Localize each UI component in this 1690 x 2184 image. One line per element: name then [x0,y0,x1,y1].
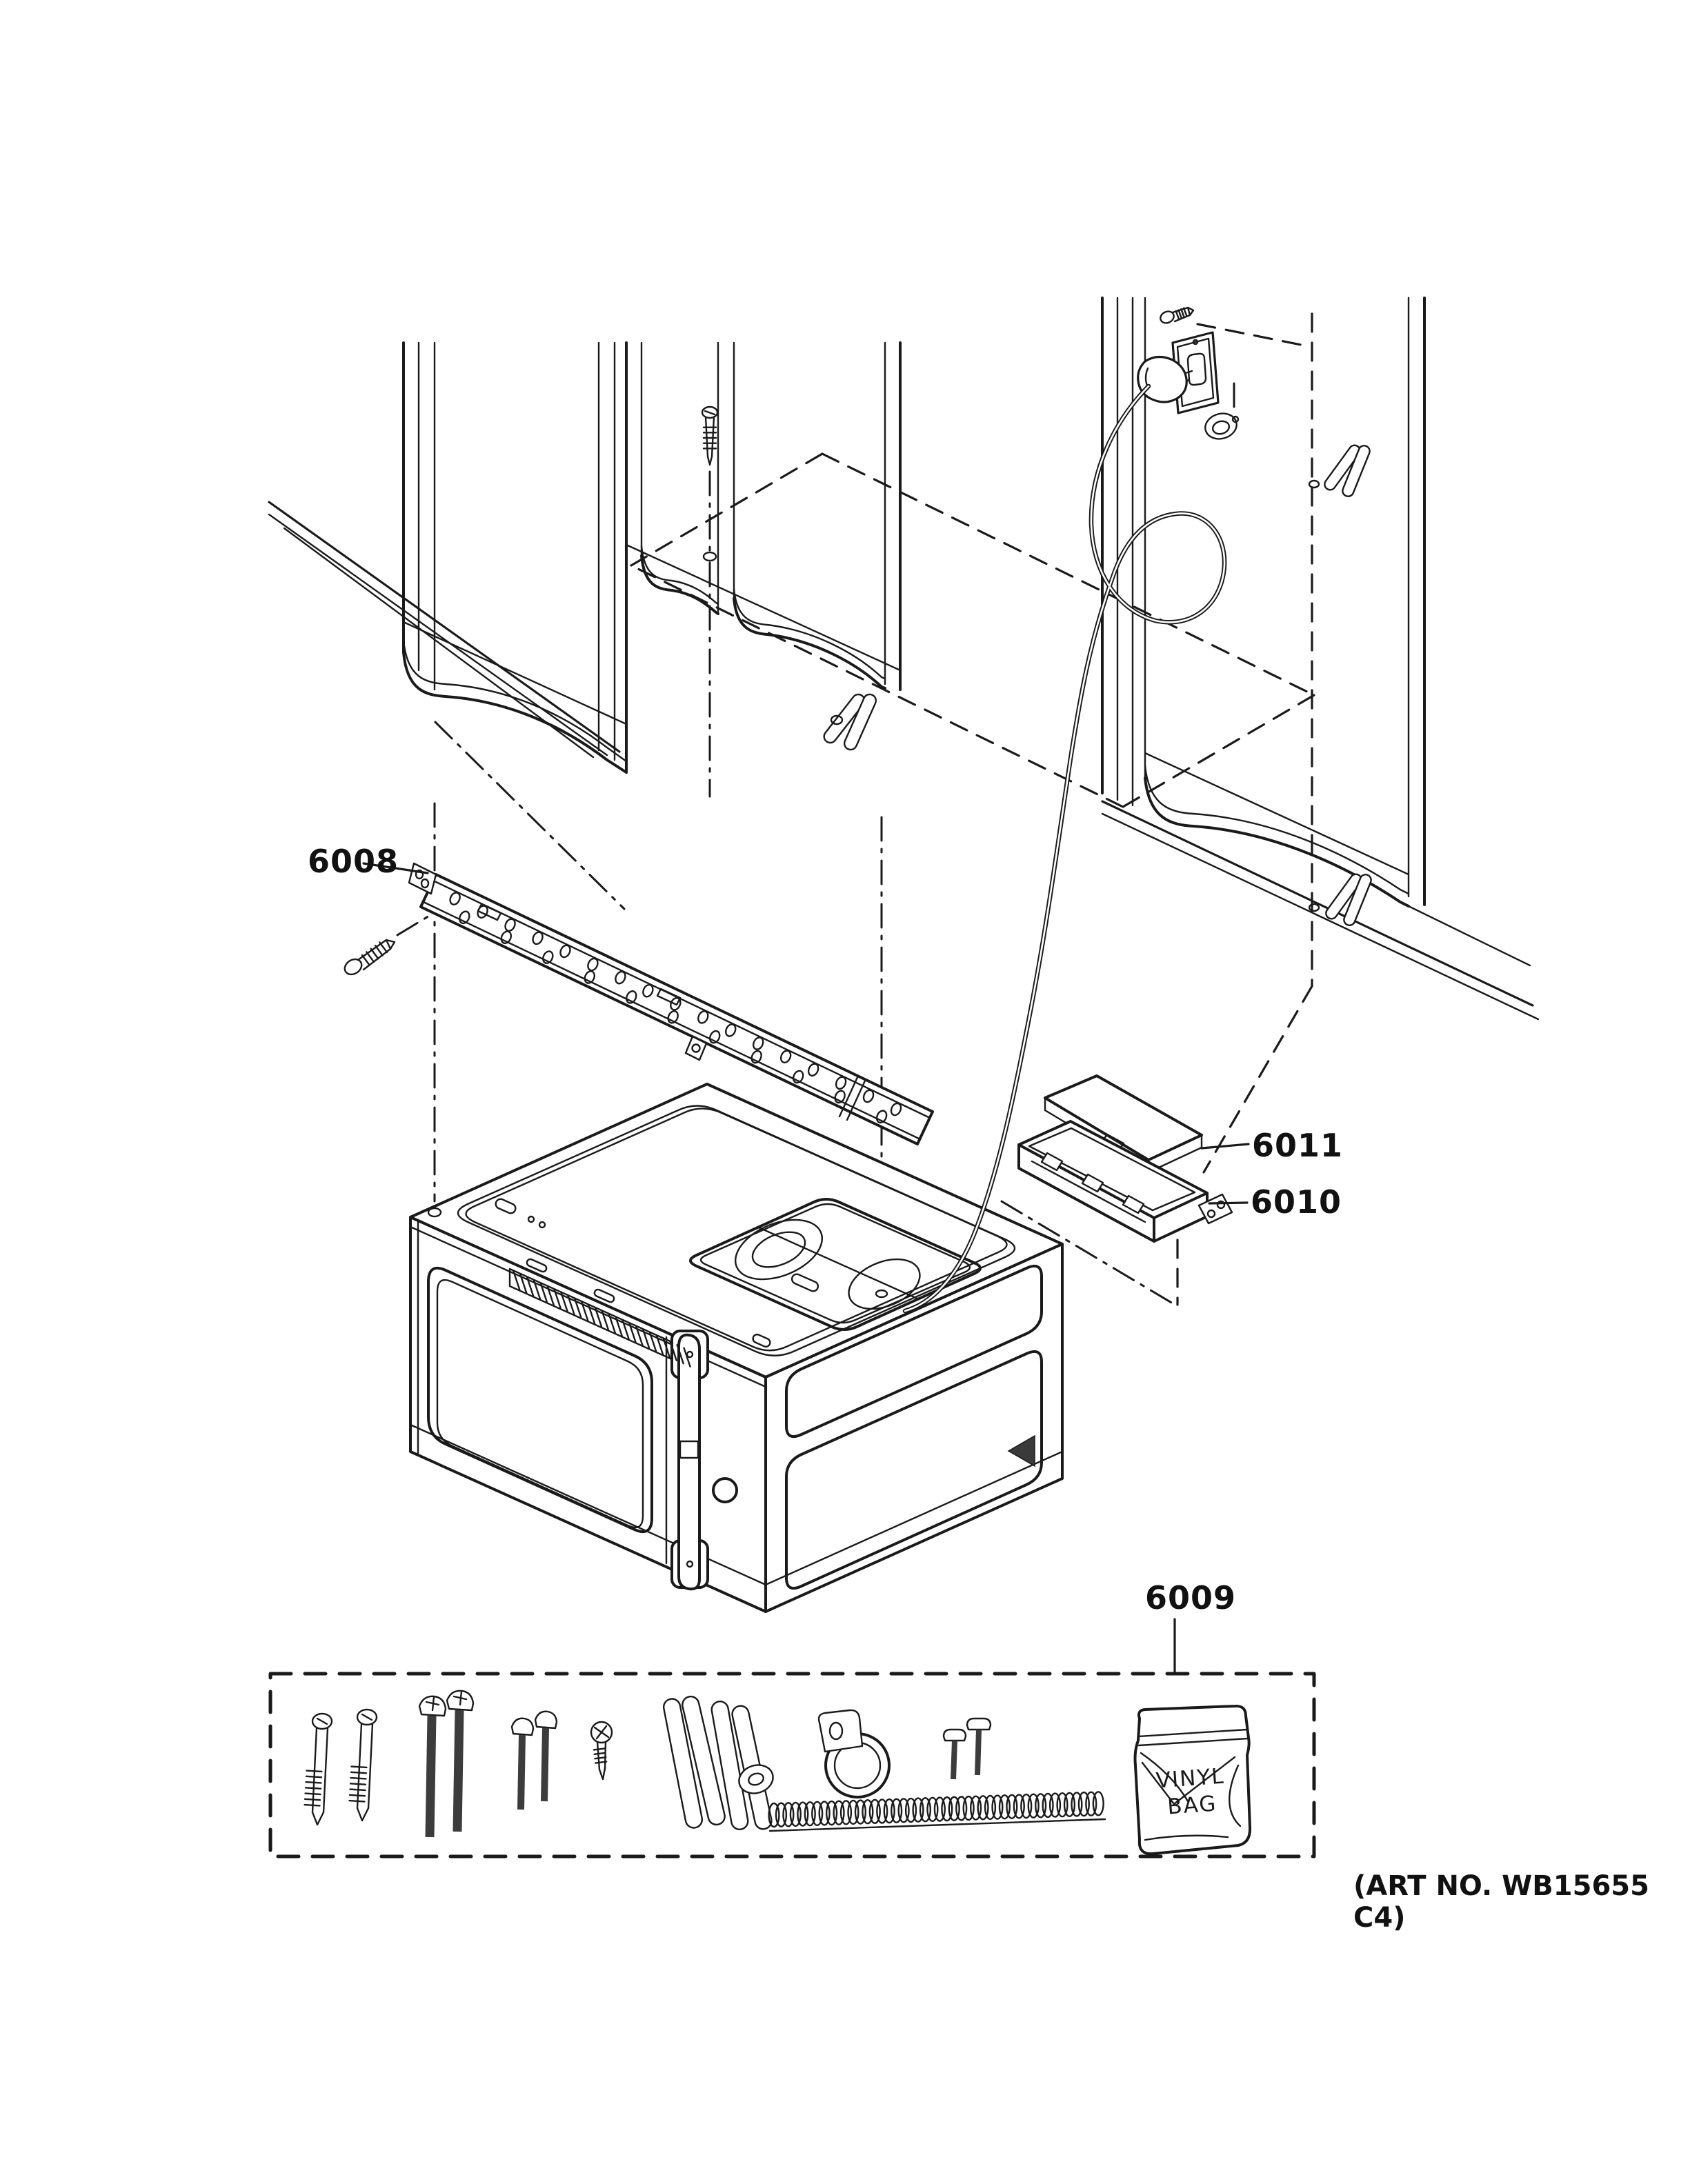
door-latch-button [712,1477,738,1503]
kit-toggle-anchors [662,1695,774,1830]
toggle-wing [1308,873,1372,926]
cord-clamp [817,1709,891,1799]
callout-6011: 6011 [1252,1127,1344,1164]
door-window [427,1266,653,1534]
long-bolts [418,1690,475,1838]
hardware-kit [268,1672,1316,1859]
blower-cutout [689,1198,982,1331]
vinyl-bag [1133,1704,1252,1856]
callout-leader-lines [362,862,1250,1673]
callout-6010: 6010 [1251,1183,1342,1221]
spring [768,1818,1106,1832]
outlet-socket [1186,352,1207,386]
power-plug [1137,355,1188,403]
damper-body [1017,1120,1233,1243]
installed-toggle-anchors [823,444,1372,926]
cord-clip [1204,382,1240,440]
cabinet-rail [268,501,621,753]
art-number: (ART NO. WB15655 C4) [1353,1870,1649,1934]
door-handle [670,1330,709,1591]
power-cord [902,383,1227,1314]
outlet-screw [1160,306,1195,324]
toggle-wing [1308,444,1371,497]
short-screw [590,1721,613,1781]
callout-6008: 6008 [308,843,399,880]
corner-mark [1007,1434,1035,1467]
small-bolts [942,1717,992,1780]
kit-boundary-box [268,1672,1316,1859]
wood-screws [311,1708,378,1826]
microwave-right-face [764,1243,1064,1613]
medium-bolts [510,1710,558,1810]
exhaust-damper-assembly [1000,1074,1233,1306]
bracket-screw [344,939,396,976]
electrical-outlet-assembly [1137,306,1240,440]
vinyl-bag-label: VINYL BAG [1137,1762,1244,1823]
microwave-oven [409,1083,1064,1613]
upper-cabinets [268,297,1540,1021]
toggle-wing [823,693,877,751]
mounting-bracket [344,862,934,1145]
callout-6009: 6009 [1145,1579,1237,1616]
cabinet-mounting-screw [701,405,719,798]
